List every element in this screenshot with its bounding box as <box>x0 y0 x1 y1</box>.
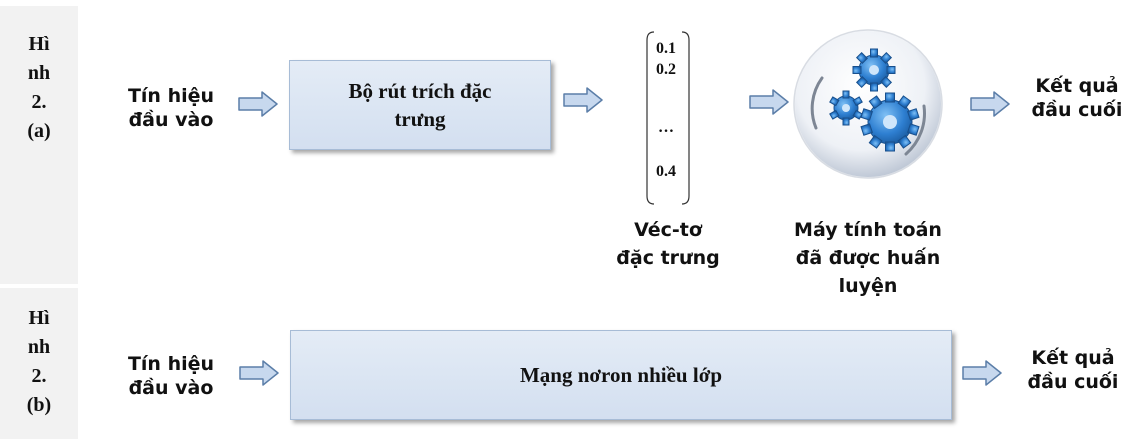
arrow-icon <box>970 91 1010 117</box>
multilayer-neural-network-box: Mạng nơron nhiều lớp <box>290 330 952 420</box>
vector-value: 0.2 <box>656 61 676 78</box>
figure-a-input-label: Tín hiệu đầu vào <box>127 85 215 131</box>
feature-vector-caption: Véc-tơ đặc trưng <box>616 219 720 269</box>
figure-b-input-label: Tín hiệu đầu vào <box>127 353 215 399</box>
arrow-icon <box>239 360 279 386</box>
trained-machine-gears-icon <box>793 29 943 179</box>
arrow-icon <box>962 360 1002 386</box>
figure-a-label: Hì nh 2. (a) <box>27 33 51 142</box>
vector-brackets <box>646 31 690 205</box>
vector-ellipsis: … <box>658 119 674 136</box>
vector-value: 0.4 <box>656 163 676 180</box>
arrow-icon <box>238 91 278 117</box>
feature-extractor-box: Bộ rút trích đặc trưng <box>289 60 551 150</box>
sidebar-block-a <box>0 6 78 284</box>
arrow-icon <box>749 89 789 115</box>
figure-b-output-label: Kết quả đầu cuối <box>1027 347 1119 393</box>
figure-b-label: Hì nh 2. (b) <box>26 307 52 416</box>
arrow-icon <box>563 87 603 113</box>
trained-machine-caption: Máy tính toán đã được huấn luyện <box>794 219 942 297</box>
vector-value: 0.1 <box>656 40 676 57</box>
figure-a-output-label: Kết quả đầu cuối <box>1031 75 1123 121</box>
sidebar-block-b <box>0 288 78 439</box>
feature-vector: 0.1 0.2 … 0.4 <box>644 30 692 206</box>
sidebar: Hì nh 2. (a) Hì nh 2. (b) <box>0 0 78 439</box>
